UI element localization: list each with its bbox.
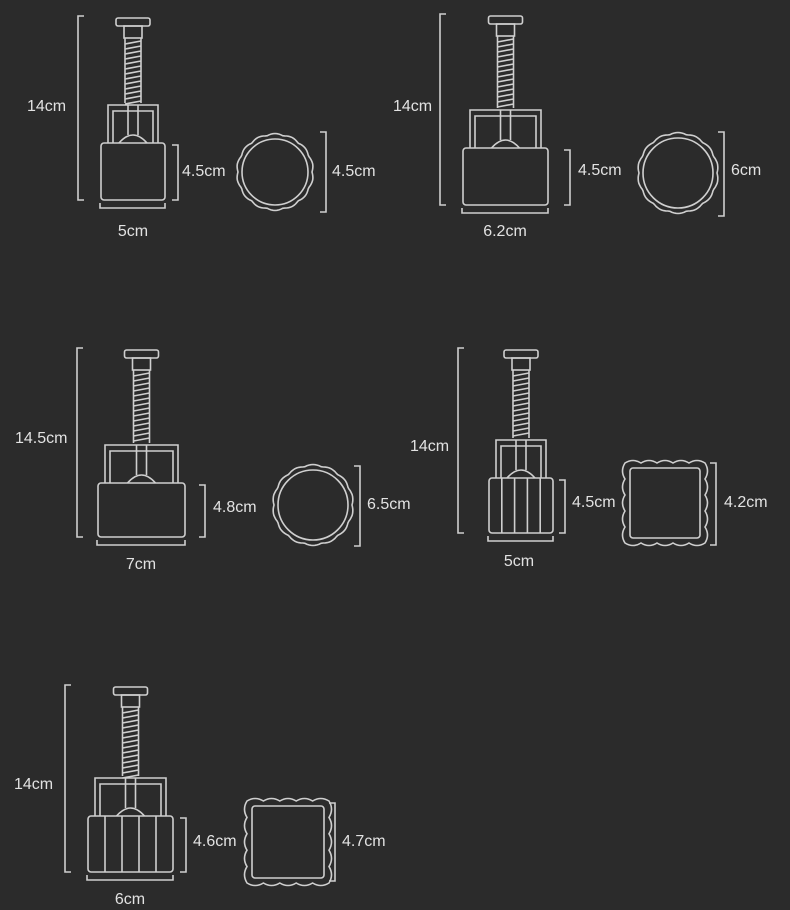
mold-unit-square-mold-large bbox=[64, 684, 336, 887]
mold-ribs bbox=[104, 816, 157, 872]
stamp-size-label: 4.5cm bbox=[332, 163, 376, 180]
stamp-size-bracket bbox=[710, 462, 717, 546]
plunger-cap bbox=[503, 349, 539, 359]
mold-body bbox=[97, 482, 186, 538]
mold-unit-round-mold-large bbox=[76, 347, 361, 547]
screw-shaft bbox=[512, 370, 530, 438]
screw-thread bbox=[122, 709, 139, 779]
width-label: 6.2cm bbox=[483, 223, 527, 240]
body-height-bracket bbox=[564, 149, 571, 206]
stamp-size-label: 6.5cm bbox=[367, 496, 411, 513]
total-height-bracket bbox=[457, 347, 464, 534]
stamp-scalloped-edge bbox=[637, 131, 719, 215]
body-height-label: 4.5cm bbox=[572, 494, 616, 511]
stamp-inner-square bbox=[251, 805, 325, 879]
width-label: 6cm bbox=[114, 891, 146, 908]
mold-unit-square-mold-small bbox=[457, 347, 717, 547]
screw-thread bbox=[512, 372, 530, 437]
stamp-size-label: 4.7cm bbox=[342, 833, 386, 850]
total-height-label: 14cm bbox=[14, 776, 54, 793]
width-bracket bbox=[487, 536, 554, 542]
plunger-rod bbox=[490, 110, 521, 149]
stamp-inner-circle bbox=[241, 138, 309, 206]
screw-thread bbox=[133, 372, 150, 442]
width-label: 5cm bbox=[117, 223, 149, 240]
stamp-size-bracket bbox=[354, 465, 361, 547]
width-bracket bbox=[86, 875, 174, 881]
stamp-inner-circle bbox=[642, 137, 714, 209]
mold-ribs bbox=[501, 478, 541, 533]
press-frame bbox=[104, 444, 179, 483]
body-height-label: 4.8cm bbox=[213, 499, 257, 516]
plunger-neck bbox=[131, 357, 152, 371]
mold-unit-round-mold-medium bbox=[439, 13, 725, 217]
body-height-bracket bbox=[180, 817, 187, 873]
plunger-neck bbox=[120, 694, 141, 708]
press-frame bbox=[495, 439, 547, 478]
width-bracket bbox=[96, 540, 186, 546]
mold-unit-round-mold-small bbox=[77, 15, 327, 213]
body-height-bracket bbox=[172, 144, 179, 201]
plunger-neck bbox=[123, 25, 143, 39]
press-frame bbox=[94, 777, 167, 816]
stamp-scalloped-edge bbox=[621, 459, 709, 547]
plunger-neck bbox=[495, 23, 516, 37]
width-bracket bbox=[461, 208, 549, 214]
screw-thread bbox=[124, 40, 142, 105]
stamp-inner-square bbox=[629, 467, 701, 539]
stamp-size-bracket bbox=[320, 131, 327, 213]
total-height-bracket bbox=[64, 684, 71, 873]
total-height-bracket bbox=[77, 15, 84, 201]
width-label: 7cm bbox=[125, 556, 157, 573]
width-bracket bbox=[99, 203, 166, 209]
mold-body bbox=[462, 147, 549, 206]
stamp-scalloped-edge bbox=[236, 132, 314, 212]
plunger-cap bbox=[123, 349, 160, 359]
plunger-rod bbox=[118, 105, 148, 144]
body-height-label: 4.6cm bbox=[193, 833, 237, 850]
body-height-bracket bbox=[559, 479, 566, 534]
plunger-neck bbox=[511, 357, 531, 371]
screw-shaft bbox=[121, 707, 140, 776]
screw-thread bbox=[497, 38, 514, 108]
mold-body bbox=[100, 142, 166, 201]
total-height-bracket bbox=[439, 13, 446, 206]
stamp-size-bracket bbox=[718, 131, 725, 217]
stamp-scalloped-edge bbox=[272, 463, 354, 547]
body-height-label: 4.5cm bbox=[182, 163, 226, 180]
stamp-scalloped-edge bbox=[243, 797, 333, 887]
mold-body bbox=[488, 477, 554, 534]
plunger-cap bbox=[487, 15, 524, 25]
press-frame bbox=[469, 109, 542, 148]
total-height-label: 14cm bbox=[393, 98, 433, 115]
plunger-rod bbox=[506, 440, 536, 479]
stamp-size-label: 4.2cm bbox=[724, 494, 768, 511]
plunger-cap bbox=[115, 17, 151, 27]
total-height-bracket bbox=[76, 347, 83, 538]
body-height-bracket bbox=[199, 484, 206, 538]
mold-body bbox=[87, 815, 174, 873]
stamp-size-bracket bbox=[329, 802, 336, 882]
plunger-rod bbox=[115, 778, 146, 817]
total-height-label: 14.5cm bbox=[15, 430, 68, 447]
stamp-inner-circle bbox=[277, 469, 349, 541]
stamp-size-label: 6cm bbox=[731, 162, 762, 179]
plunger-rod bbox=[126, 445, 157, 484]
press-frame bbox=[107, 104, 159, 143]
total-height-label: 14cm bbox=[27, 98, 67, 115]
width-label: 5cm bbox=[503, 553, 535, 570]
total-height-label: 14cm bbox=[410, 438, 450, 455]
plunger-cap bbox=[112, 686, 149, 696]
body-height-label: 4.5cm bbox=[578, 162, 622, 179]
